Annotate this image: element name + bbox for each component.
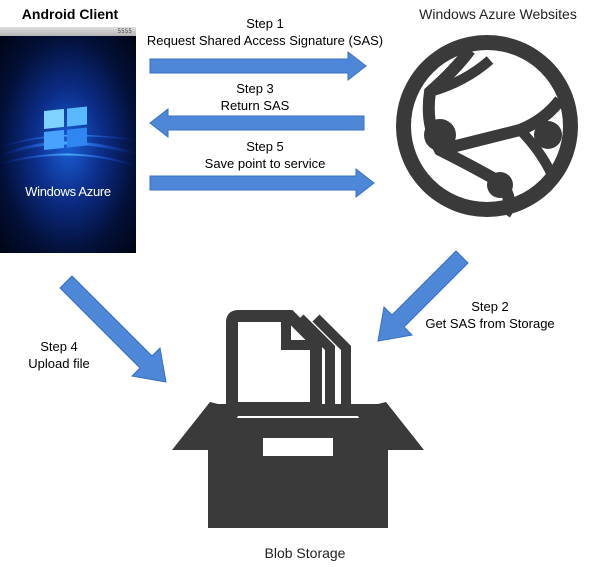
- step3-number: Step 3: [236, 81, 274, 96]
- step5-text: Save point to service: [204, 156, 326, 171]
- globe-network-icon: [396, 35, 578, 218]
- step2-number: Step 2: [471, 299, 509, 314]
- azure-websites-title: Windows Azure Websites: [419, 6, 577, 22]
- step3-text: Return SAS: [220, 98, 290, 113]
- step4-text: Upload file: [28, 356, 90, 371]
- step5-number: Step 5: [246, 139, 284, 154]
- step5-label: Step 5 Save point to service: [175, 138, 355, 172]
- arrow-step1: [149, 50, 367, 82]
- arrow-step4: [59, 275, 167, 383]
- step1-number: Step 1: [246, 16, 284, 31]
- box-with-files-icon: [172, 310, 424, 528]
- step1-text: Request Shared Access Signature (SAS): [146, 33, 384, 48]
- android-phone-screenshot: 5555 Windows Azure: [0, 27, 136, 253]
- arrow-step3: [149, 107, 365, 139]
- step4-number: Step 4: [40, 339, 78, 354]
- step4-label: Step 4 Upload file: [14, 338, 104, 372]
- phone-brand-text: Windows Azure: [25, 184, 111, 199]
- step1-label: Step 1 Request Shared Access Signature (…: [140, 15, 390, 49]
- step2-text: Get SAS from Storage: [425, 316, 555, 331]
- phone-status-bar: 5555: [0, 27, 136, 36]
- step2-label: Step 2 Get SAS from Storage: [415, 298, 565, 332]
- windows-logo-icon: [0, 106, 136, 167]
- phone-screen: Windows Azure: [0, 36, 136, 253]
- status-bar-text: 5555: [117, 28, 132, 35]
- blob-storage-title: Blob Storage: [264, 545, 346, 561]
- arrow-step2: [377, 250, 469, 342]
- arrow-step5: [149, 167, 375, 199]
- step3-label: Step 3 Return SAS: [180, 80, 330, 114]
- android-client-title: Android Client: [21, 6, 119, 22]
